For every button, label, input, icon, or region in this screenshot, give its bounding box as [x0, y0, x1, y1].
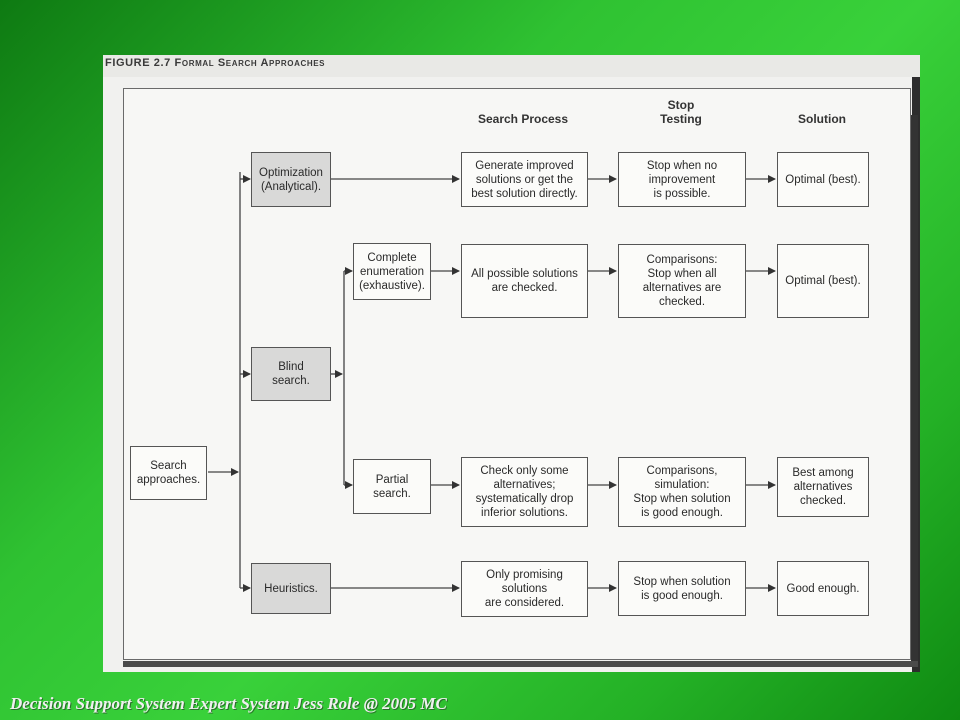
node-partial-search: Partial search.	[353, 459, 431, 514]
solution-partial-search: Best among alternatives checked.	[777, 457, 869, 517]
figure-title: FIGURE 2.7 Formal Search Approaches	[105, 57, 326, 69]
node-optimization: Optimization (Analytical).	[251, 152, 331, 207]
stop-partial-search: Comparisons, simulation: Stop when solut…	[618, 457, 746, 527]
stop-complete-enumeration: Comparisons: Stop when all alternatives …	[618, 244, 746, 318]
header-solution: Solution	[798, 112, 846, 126]
header-stop-testing: Stop Testing	[660, 98, 702, 126]
node-complete-enumeration: Complete enumeration (exhaustive).	[353, 243, 431, 300]
solution-complete-enumeration: Optimal (best).	[777, 244, 869, 318]
node-search-approaches: Search approaches.	[130, 446, 207, 500]
figure-title-band	[103, 55, 920, 77]
process-partial-search: Check only some alternatives; systematic…	[461, 457, 588, 527]
process-heuristics: Only promising solutions are considered.	[461, 561, 588, 617]
node-blind-search: Blind search.	[251, 347, 331, 401]
stop-optimization: Stop when no improvement is possible.	[618, 152, 746, 207]
solution-optimization: Optimal (best).	[777, 152, 869, 207]
frame-shadow-right	[911, 115, 918, 667]
solution-heuristics: Good enough.	[777, 561, 869, 616]
header-search-process: Search Process	[477, 112, 569, 126]
frame-shadow-bottom	[123, 661, 918, 667]
slide-footer: Decision Support System Expert System Je…	[10, 694, 447, 713]
process-optimization: Generate improved solutions or get the b…	[461, 152, 588, 207]
stop-heuristics: Stop when solution is good enough.	[618, 561, 746, 616]
process-complete-enumeration: All possible solutions are checked.	[461, 244, 588, 318]
node-heuristics: Heuristics.	[251, 563, 331, 614]
